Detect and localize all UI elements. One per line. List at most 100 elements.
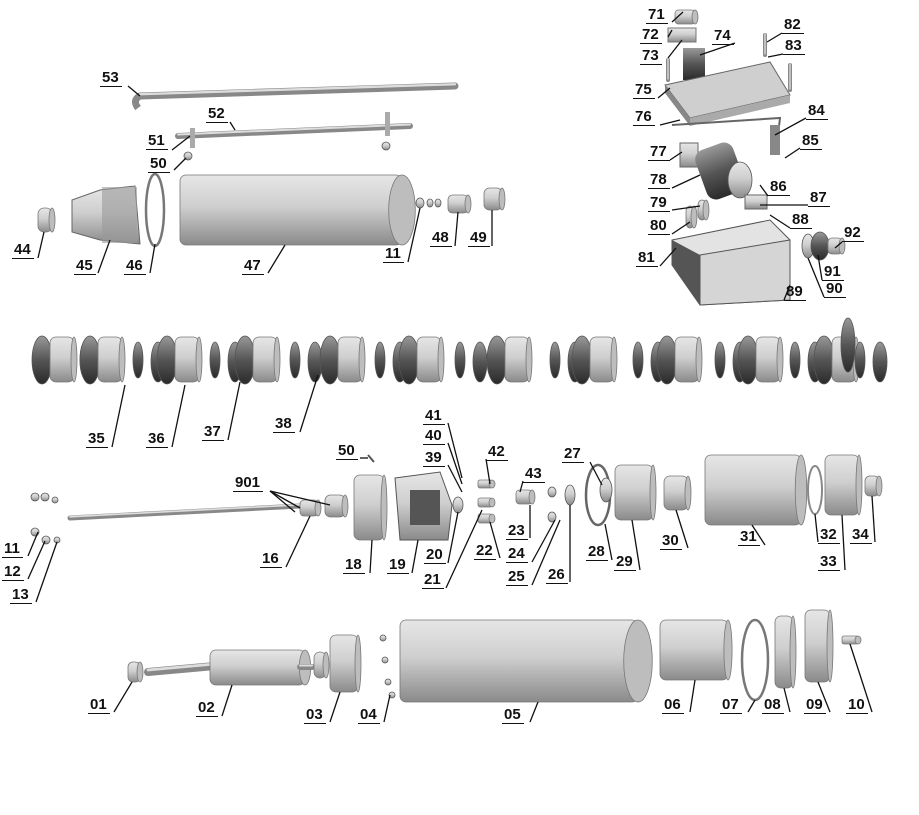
washer-9 bbox=[789, 341, 801, 379]
stage-bowl-6-end bbox=[525, 336, 533, 383]
callout-label-48: 48 bbox=[430, 230, 452, 247]
part-11c bbox=[434, 198, 442, 208]
leader-line-10 bbox=[849, 643, 873, 713]
sleeve-16-end bbox=[314, 499, 322, 517]
callout-label-23: 23 bbox=[506, 523, 528, 540]
callout-label-24: 24 bbox=[506, 546, 528, 563]
bracket-right bbox=[385, 112, 390, 136]
stage-bowl-0-end bbox=[70, 336, 78, 383]
bolt-42-end bbox=[488, 479, 496, 489]
callout-label-78: 78 bbox=[648, 172, 670, 189]
leader-line-83 bbox=[767, 53, 784, 58]
stage-bowl-4-end bbox=[358, 336, 366, 383]
nut-11-c bbox=[51, 496, 59, 504]
sleeve-06 bbox=[659, 619, 729, 681]
leader-line-40 bbox=[447, 442, 463, 485]
fuse-79-end bbox=[702, 199, 710, 221]
pipe-53-highlight bbox=[138, 83, 457, 96]
leader-line-92 bbox=[834, 241, 843, 249]
leader-line-16 bbox=[285, 515, 311, 568]
bearing-20 bbox=[452, 496, 464, 514]
stage-bowl-7-end bbox=[610, 336, 618, 383]
callout-label-92: 92 bbox=[842, 225, 864, 242]
leader-line-18 bbox=[369, 539, 373, 574]
leader-line-88 bbox=[769, 214, 791, 229]
leader-line-89 bbox=[783, 284, 791, 301]
leader-line-42 bbox=[485, 458, 491, 485]
end-disc bbox=[840, 317, 856, 373]
leader-line-37 bbox=[227, 381, 241, 441]
bracket-51 bbox=[190, 128, 195, 148]
fuse-80-end bbox=[690, 205, 698, 229]
stage-bowl-8-end bbox=[695, 336, 703, 383]
sleeve-48-end bbox=[464, 194, 472, 214]
ring-32 bbox=[807, 465, 823, 515]
callout-label-85: 85 bbox=[800, 133, 822, 150]
leader-line-84 bbox=[774, 117, 807, 136]
stage-bowl-1 bbox=[97, 336, 123, 383]
leader-line-04 bbox=[383, 694, 391, 723]
leader-line-21 bbox=[445, 509, 483, 589]
callout-label-43: 43 bbox=[523, 466, 545, 483]
relay-84-85 bbox=[770, 125, 780, 155]
box-81-side bbox=[672, 240, 700, 305]
callout-label-33: 33 bbox=[818, 554, 840, 571]
leader-line-85 bbox=[784, 147, 801, 159]
leader-line-06 bbox=[689, 679, 696, 713]
leader-line-27 bbox=[589, 461, 603, 486]
leader-line-71 bbox=[671, 11, 684, 23]
leader-line-52 bbox=[229, 121, 236, 131]
leader-line-03 bbox=[329, 691, 341, 723]
lid-75-front bbox=[690, 95, 790, 126]
leader-line-22 bbox=[489, 521, 501, 559]
callout-label-81: 81 bbox=[636, 250, 658, 267]
bracket-19-slot bbox=[410, 490, 440, 525]
callout-label-27: 27 bbox=[562, 446, 584, 463]
leader-line-53 bbox=[127, 85, 141, 97]
sleeve-18 bbox=[353, 474, 385, 541]
screw-04b bbox=[381, 656, 389, 664]
bearing-housing-03 bbox=[329, 634, 359, 693]
pin-23 bbox=[547, 486, 557, 498]
washer-1 bbox=[132, 341, 144, 379]
callout-label-41: 41 bbox=[423, 408, 445, 425]
leader-line-47 bbox=[267, 244, 286, 274]
bearing-03a-end bbox=[322, 651, 330, 679]
callout-label-49: 49 bbox=[468, 230, 490, 247]
callout-label-84: 84 bbox=[806, 103, 828, 120]
leader-line-76 bbox=[659, 119, 681, 126]
leader-line-39 bbox=[447, 464, 463, 493]
callout-label-76: 76 bbox=[633, 109, 655, 126]
leader-line-86 bbox=[759, 184, 769, 197]
leader-line-13 bbox=[35, 541, 58, 603]
rod-52-highlight bbox=[177, 123, 411, 136]
leader-line-20 bbox=[447, 511, 459, 564]
screw-10-end bbox=[854, 635, 862, 645]
seal-housing-29-end bbox=[649, 464, 657, 521]
callout-label-88: 88 bbox=[790, 212, 812, 229]
callout-label-44: 44 bbox=[12, 242, 34, 259]
cap-33-end bbox=[855, 454, 863, 516]
stator-housing-05 bbox=[399, 619, 639, 703]
callout-label-29: 29 bbox=[614, 554, 636, 571]
base-09-end bbox=[826, 609, 834, 683]
o-ring-46 bbox=[144, 172, 166, 248]
washer-5 bbox=[454, 341, 466, 379]
stage-bowl-5 bbox=[416, 336, 442, 383]
bearing-01-end bbox=[136, 661, 144, 683]
sleeve-901-end bbox=[341, 494, 349, 518]
callout-label-03: 03 bbox=[304, 707, 326, 724]
cap-71-end bbox=[691, 9, 699, 25]
leader-line-80 bbox=[671, 221, 691, 235]
callout-label-18: 18 bbox=[343, 557, 365, 574]
leader-line-01 bbox=[113, 681, 133, 713]
gland-91 bbox=[810, 231, 830, 261]
switch-74 bbox=[683, 48, 705, 80]
callout-label-90: 90 bbox=[824, 281, 846, 298]
callout-label-31: 31 bbox=[738, 529, 760, 546]
coupling-43-end bbox=[528, 489, 536, 505]
impeller-10 bbox=[872, 341, 888, 383]
callout-label-46: 46 bbox=[124, 258, 146, 275]
stator-housing-05-end bbox=[623, 619, 653, 703]
